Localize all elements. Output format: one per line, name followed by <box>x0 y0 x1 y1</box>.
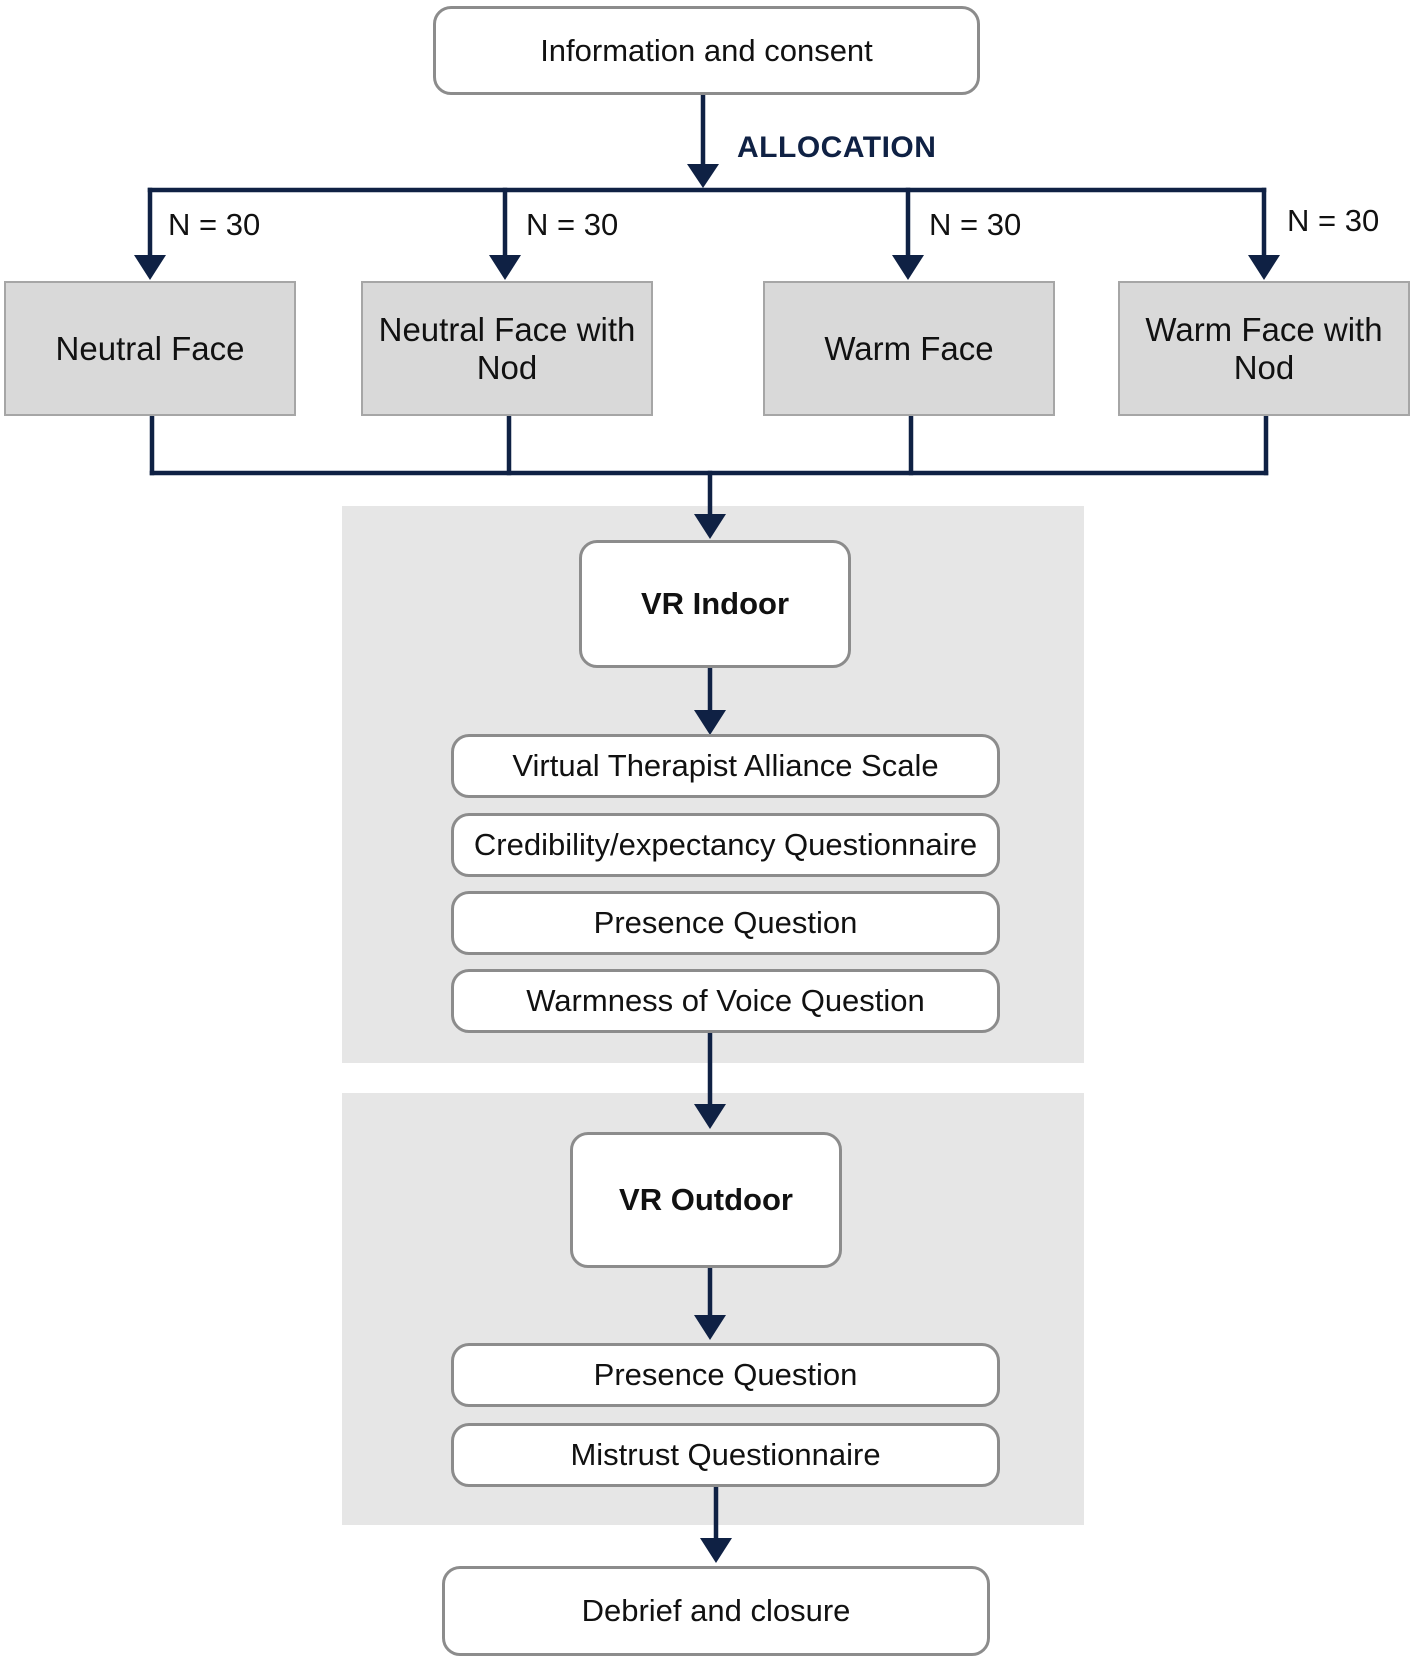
arrowhead-outdoor <box>694 1104 726 1129</box>
arrowhead-indoor-measures <box>694 710 726 735</box>
arrowhead-end <box>700 1538 732 1563</box>
group-warm-face: Warm Face <box>763 281 1055 416</box>
arrowhead-group-2 <box>489 255 521 280</box>
arrowhead-outdoor-measures <box>694 1315 726 1340</box>
arrowhead-group-4 <box>1248 255 1280 280</box>
indoor-measure-voice: Warmness of Voice Question <box>451 969 1000 1033</box>
arrowhead-group-1 <box>134 255 166 280</box>
group-warm-face-nod: Warm Face with Nod <box>1118 281 1410 416</box>
arrowhead-indoor <box>694 514 726 539</box>
group-4-n-label: N = 30 <box>1287 203 1380 238</box>
group-2-n-label: N = 30 <box>526 207 619 242</box>
allocation-label: ALLOCATION <box>737 131 937 164</box>
group-neutral-face: Neutral Face <box>4 281 296 416</box>
consent-box: Information and consent <box>433 6 980 95</box>
group-1-n-label: N = 30 <box>168 207 261 242</box>
arrowhead-allocation <box>687 164 719 188</box>
vr-outdoor-box: VR Outdoor <box>570 1132 842 1268</box>
outdoor-measure-mistrust: Mistrust Questionnaire <box>451 1423 1000 1487</box>
arrowhead-group-3 <box>892 255 924 280</box>
indoor-measure-alliance: Virtual Therapist Alliance Scale <box>451 734 1000 798</box>
outdoor-measure-presence: Presence Question <box>451 1343 1000 1407</box>
vr-indoor-box: VR Indoor <box>579 540 851 668</box>
group-neutral-face-nod: Neutral Face with Nod <box>361 281 653 416</box>
indoor-measure-credibility: Credibility/expectancy Questionnaire <box>451 813 1000 877</box>
debrief-box: Debrief and closure <box>442 1566 990 1656</box>
indoor-measure-presence: Presence Question <box>451 891 1000 955</box>
group-3-n-label: N = 30 <box>929 207 1022 242</box>
